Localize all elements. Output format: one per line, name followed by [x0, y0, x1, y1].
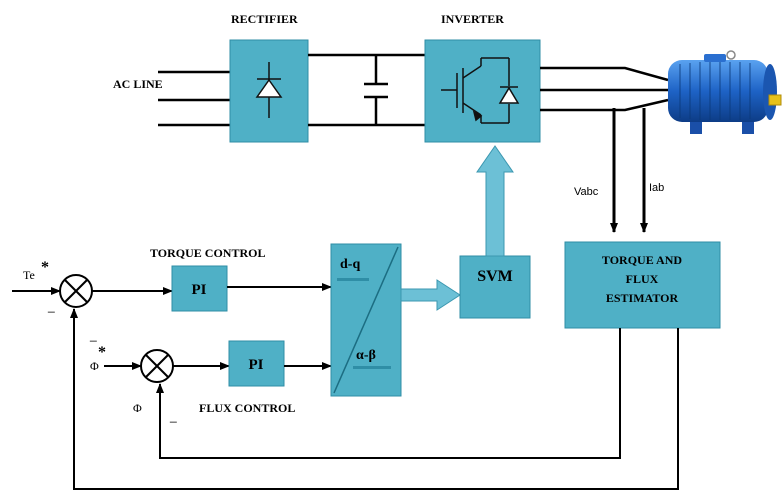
transform-to-svm-arrow: [400, 279, 461, 311]
motor-icon: [668, 50, 782, 134]
inverter-block: [424, 39, 541, 143]
torque-pi-label: PI: [192, 282, 207, 298]
summing-junction-icon: [140, 349, 174, 383]
dq-underline: [337, 278, 369, 281]
te-ref-star: *: [41, 259, 49, 276]
summing-junction-icon: [59, 274, 93, 308]
inverter-label: INVERTER: [441, 12, 504, 26]
te-ref-label: Te: [23, 268, 35, 282]
svm-block: [459, 255, 531, 319]
alpha-beta-underline: [353, 366, 391, 369]
estimator-label-line1: TORQUE AND: [602, 253, 682, 267]
dc-link: [308, 53, 425, 127]
torque-pi-block: [171, 265, 228, 312]
flux-control-label: FLUX CONTROL: [199, 401, 295, 415]
sensor-lines: [610, 108, 648, 233]
vabc-label: Vabc: [574, 186, 599, 198]
ac-line-wires: [158, 70, 230, 127]
svm-label: SVM: [477, 268, 513, 285]
capacitor-icon: [364, 82, 388, 99]
estimator-block: [564, 241, 721, 329]
torque-feedback-line: [70, 308, 679, 490]
flux-minus-top: _: [89, 328, 97, 342]
torque-control-label: TORQUE CONTROL: [150, 246, 265, 260]
transform-diagonal: [333, 246, 399, 394]
svm-to-inverter-arrow: [476, 145, 514, 257]
igbt-icon: [441, 57, 520, 124]
flux-pi-block: [228, 340, 285, 387]
torque-minus-sign: _: [47, 299, 55, 313]
iab-label: Iab: [649, 182, 664, 194]
diode-icon: [255, 62, 283, 118]
estimator-label-line2: FLUX: [626, 272, 659, 286]
alpha-beta-label: α-β: [356, 348, 376, 363]
estimator-label-line3: ESTIMATOR: [606, 291, 679, 305]
phi-ref-label: Φ: [90, 359, 99, 373]
phi-feedback-label: Φ: [133, 401, 142, 415]
rectifier-label: RECTIFIER: [231, 12, 298, 26]
ac-line-label: AC LINE: [113, 77, 163, 91]
phi-ref-star: *: [98, 344, 106, 361]
dq-label: d-q: [340, 257, 360, 272]
flux-pi-label: PI: [249, 357, 264, 373]
flux-minus-bottom: _: [169, 409, 177, 423]
motor-wires: [540, 66, 669, 112]
flux-feedback-line: [156, 328, 621, 459]
